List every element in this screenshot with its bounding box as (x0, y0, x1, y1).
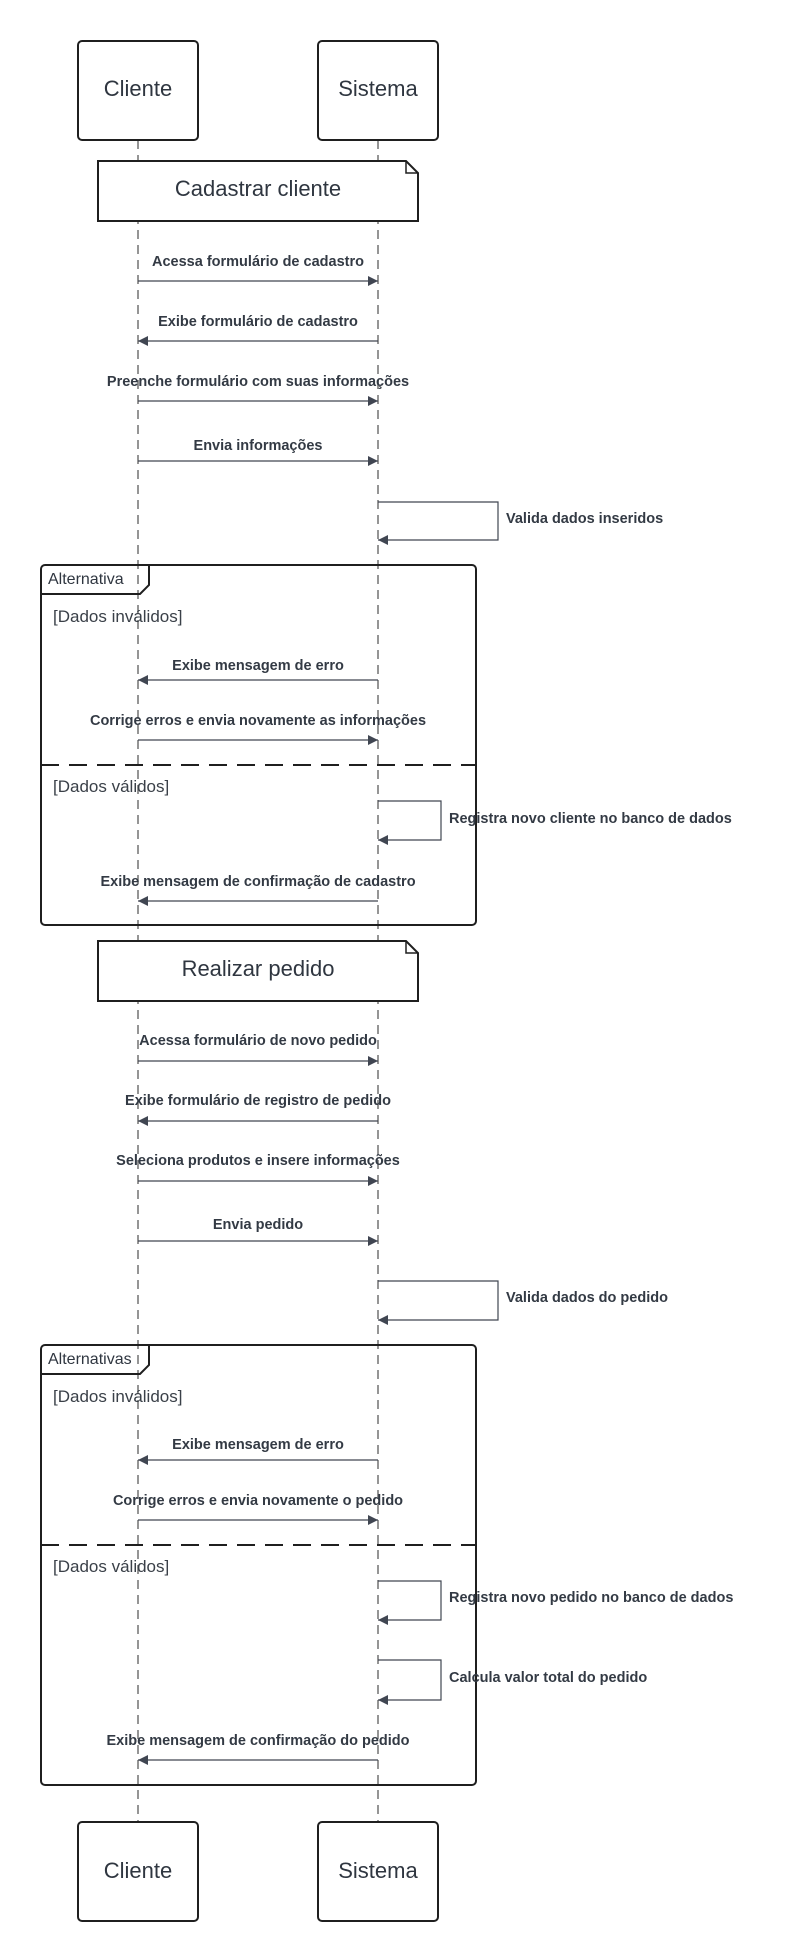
note-realizar-pedido-label: Realizar pedido (182, 956, 335, 981)
msg-label-6: Exibe mensagem de erro (172, 658, 344, 674)
msg-label-7: Corrige erros e envia novamente as infor… (90, 713, 426, 729)
frame-alternativas-tab (41, 1345, 150, 1375)
note-realizar-pedido (97, 940, 419, 1002)
self-msg-arrow-17 (378, 1580, 442, 1625)
actor-sistema-top (317, 40, 439, 141)
msg-label-12: Seleciona produtos e insere informações (116, 1153, 400, 1169)
msg-label-14: Valida dados do pedido (506, 1290, 668, 1306)
note-cadastrar-cliente (97, 160, 419, 222)
msg-label-11: Exibe formulário de registro de pedido (125, 1093, 391, 1109)
msg-label-18: Calcula valor total do pedido (449, 1670, 647, 1686)
frame-alternativa-guard-2: [Dados válidos] (53, 777, 169, 796)
note-fold (405, 161, 418, 174)
frame-alternativas (40, 1344, 477, 1786)
actor-sistema-bottom (317, 1821, 439, 1922)
frame-alternativas-guard-2: [Dados válidos] (53, 1557, 169, 1576)
self-msg-arrow-8 (378, 800, 442, 845)
actor-sistema-top-label: Sistema (338, 76, 418, 101)
msg-label-15: Exibe mensagem de erro (172, 1437, 344, 1453)
actor-cliente-top (77, 40, 199, 141)
actor-cliente-top-label: Cliente (104, 76, 172, 101)
msg-label-2: Exibe formulário de cadastro (158, 314, 358, 330)
frame-alternativa-title: Alternativa (48, 571, 124, 588)
msg-label-16: Corrige erros e envia novamente o pedido (113, 1493, 403, 1509)
actor-cliente-bottom-label: Cliente (104, 1858, 172, 1883)
frame-alternativas-title: Alternativas (48, 1351, 132, 1368)
msg-label-3: Preenche formulário com suas informações (107, 374, 409, 390)
msg-label-9: Exibe mensagem de confirmação de cadastr… (100, 874, 415, 890)
msg-label-13: Envia pedido (213, 1217, 303, 1233)
actor-cliente-bottom (77, 1821, 199, 1922)
msg-label-4: Envia informações (194, 438, 323, 454)
note-cadastrar-cliente-label: Cadastrar cliente (175, 176, 341, 201)
self-msg-arrow-14 (378, 1280, 499, 1325)
frame-alternativas-guard-1: [Dados inválidos] (53, 1387, 182, 1406)
frame-alternativa (40, 564, 477, 926)
frame-alternativa-guard-1: [Dados inválidos] (53, 607, 182, 626)
self-msg-arrow-18 (378, 1659, 442, 1705)
self-msg-arrow-5 (378, 501, 499, 545)
actor-sistema-bottom-label: Sistema (338, 1858, 418, 1883)
msg-label-10: Acessa formulário de novo pedido (139, 1033, 377, 1049)
msg-label-8: Registra novo cliente no banco de dados (449, 811, 732, 827)
msg-label-5: Valida dados inseridos (506, 511, 663, 527)
msg-label-19: Exibe mensagem de confirmação do pedido (107, 1733, 410, 1749)
note-fold-2 (405, 941, 418, 954)
frame-alternativa-tab (41, 565, 150, 595)
msg-label-1: Acessa formulário de cadastro (152, 254, 364, 270)
msg-label-17: Registra novo pedido no banco de dados (449, 1590, 733, 1606)
